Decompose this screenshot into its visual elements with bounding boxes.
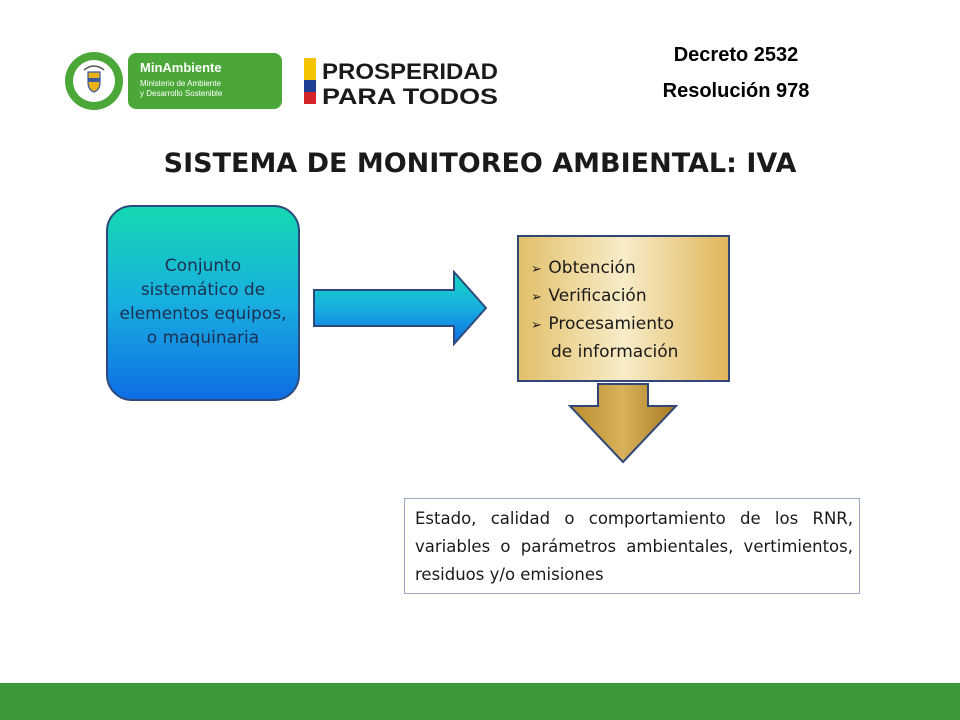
process-box: ➢ Obtención ➢ Verificación ➢ Procesamien…: [517, 235, 730, 382]
arrow-bullet-icon: ➢: [531, 262, 542, 277]
list-item: ➢ Obtención: [531, 255, 678, 283]
resolution-label: Resolución 978: [662, 80, 810, 102]
prosperidad-line-1: PROSPERIDAD: [322, 59, 498, 84]
list-item: ➢ Verificación: [531, 283, 678, 311]
input-system-box: Conjunto sistemático de elementos equipo…: [106, 205, 300, 401]
output-result-text: Estado, calidad o comportamiento de los …: [415, 509, 853, 584]
footer-bar: [0, 683, 960, 720]
minambiente-logo: MinAmbiente Ministerio de Ambiente y Des…: [65, 52, 282, 110]
list-item: ➢ Procesamiento: [531, 311, 678, 339]
right-arrow-icon: [313, 270, 488, 346]
input-system-text: Conjunto sistemático de elementos equipo…: [119, 256, 287, 348]
list-item-continuation: de información: [551, 342, 679, 362]
minambiente-subtitle-2: y Desarrollo Sostenible: [140, 89, 223, 98]
decree-label: Decreto 2532: [673, 44, 799, 66]
prosperidad-line-2: PARA TODOS: [322, 84, 498, 109]
minambiente-subtitle-1: Ministerio de Ambiente: [140, 79, 221, 88]
minambiente-name: MinAmbiente: [140, 60, 222, 75]
down-arrow-icon: [568, 383, 678, 464]
process-list: ➢ Obtención ➢ Verificación ➢ Procesamien…: [531, 255, 678, 366]
prosperidad-para-todos-logo: PROSPERIDAD PARA TODOS: [304, 58, 498, 109]
page-title: SISTEMA DE MONITOREO AMBIENTAL: IVA: [163, 148, 797, 179]
output-result-box: Estado, calidad o comportamiento de los …: [404, 498, 860, 594]
arrow-bullet-icon: ➢: [531, 318, 542, 333]
arrow-bullet-icon: ➢: [531, 290, 542, 305]
